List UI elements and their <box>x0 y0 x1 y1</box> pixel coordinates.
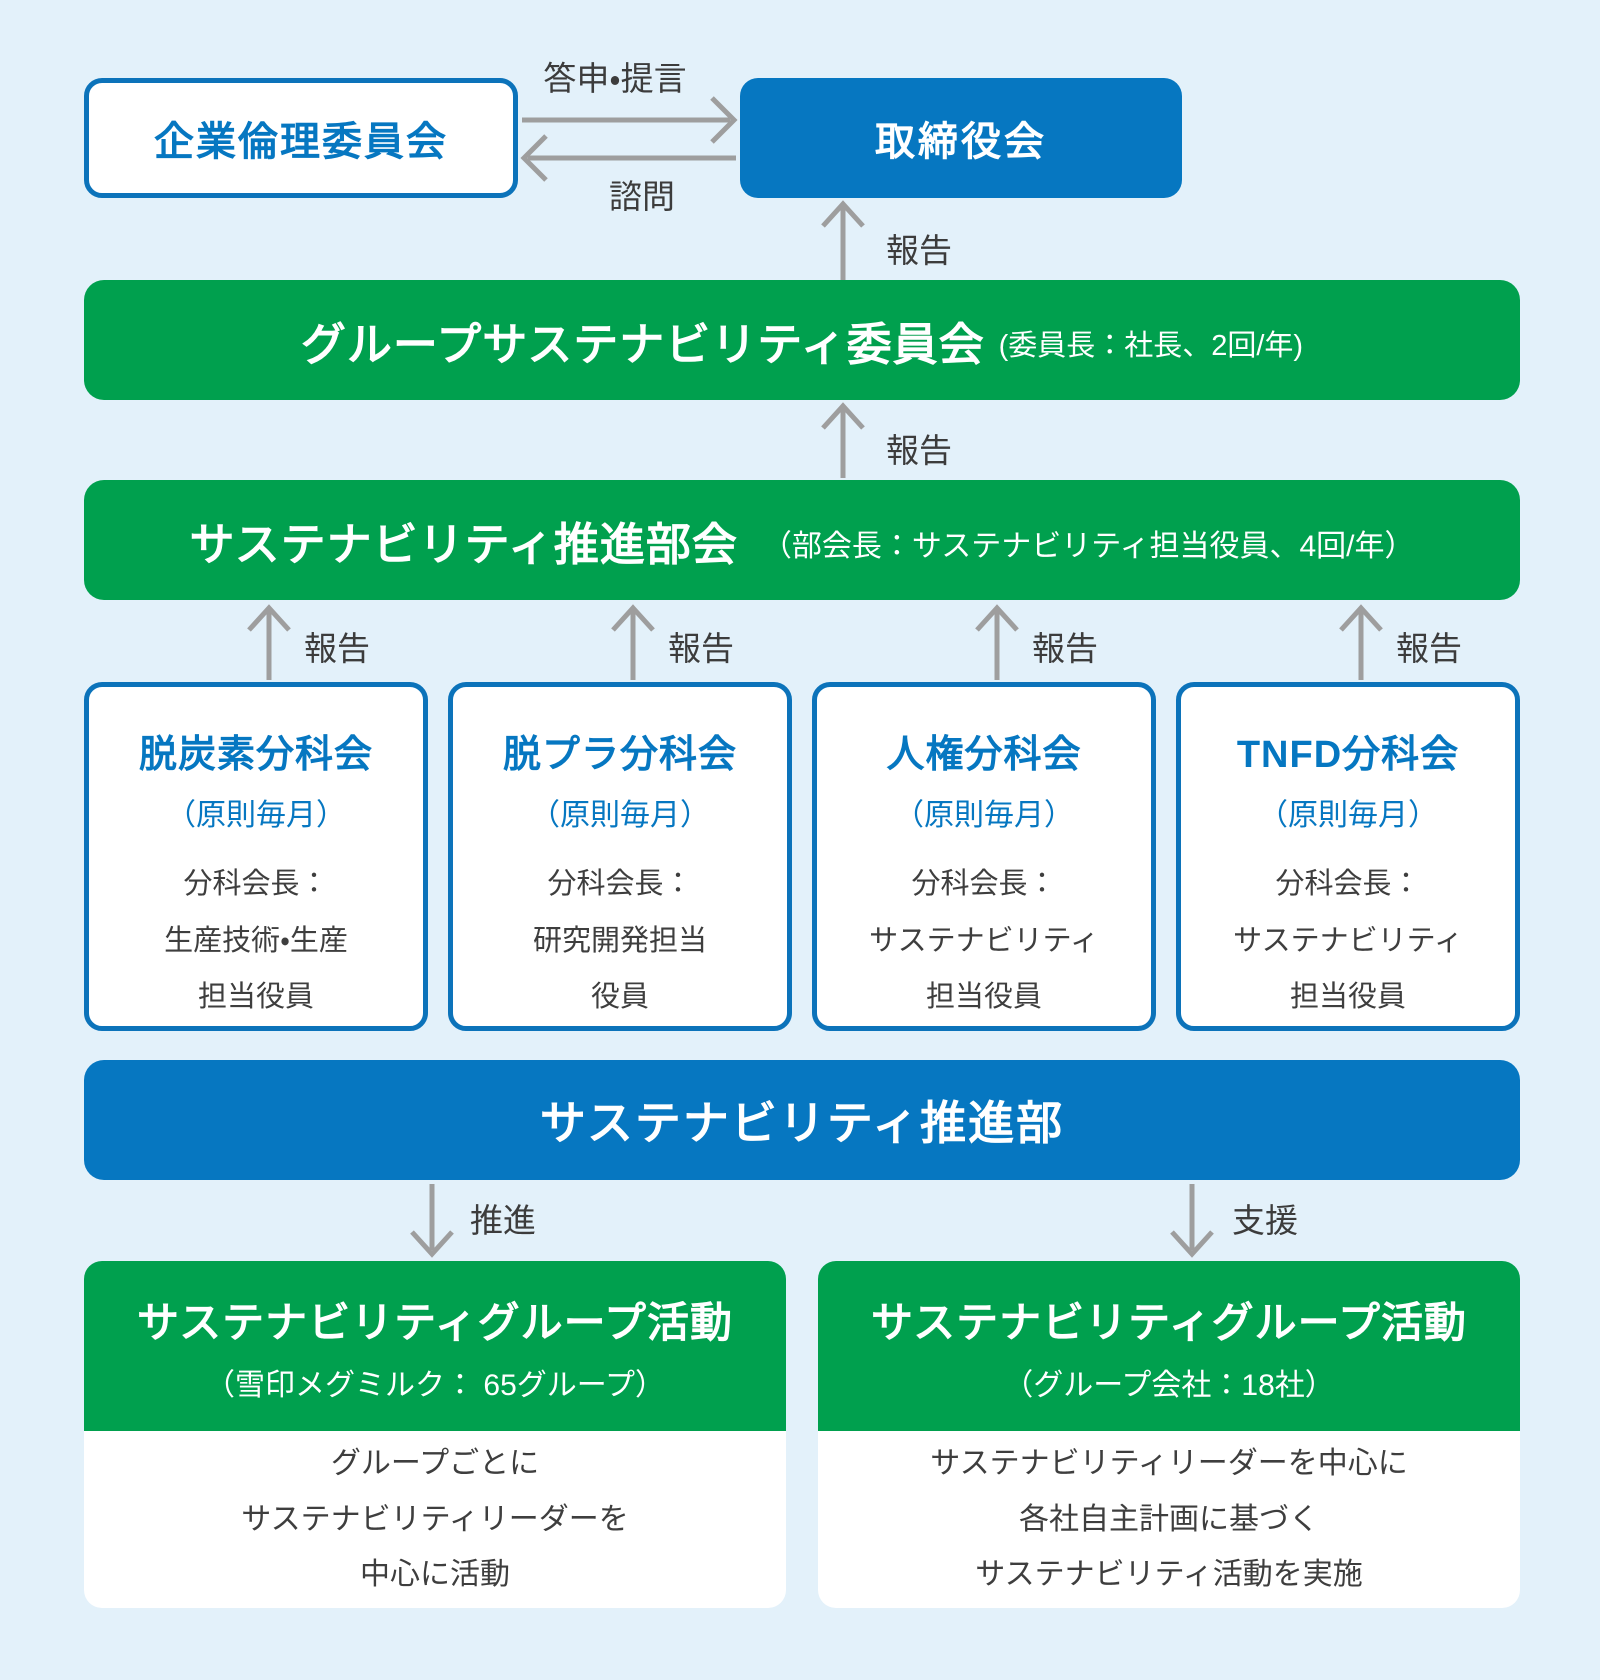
arrow-down-support-icon <box>1170 1184 1214 1258</box>
report-label-sub3: 報告 <box>1396 630 1462 667</box>
subcommittee-frequency: （原則毎月） <box>166 799 346 832</box>
group-activity-header: サステナビリティグループ活動 （雪印メグミルク： 65グループ） <box>84 1261 786 1431</box>
report-label-sub0: 報告 <box>304 630 370 667</box>
subcommittee-frequency: （原則毎月） <box>1258 799 1438 832</box>
group-activity-title: サステナビリティグループ活動 <box>136 1298 734 1346</box>
ethics-committee-label: 企業倫理委員会 <box>154 120 448 164</box>
subcommittee-title: 脱プラ分科会 <box>502 734 737 776</box>
report-label-sub2: 報告 <box>1032 630 1098 667</box>
sustainability-promotion-subcommittee-title: サステナビリティ推進部会 <box>189 518 738 570</box>
subcommittee-row: 脱炭素分科会 （原則毎月） 分科会長： 生産技術・生産 担当役員 脱プラ分科会 … <box>84 682 1520 1031</box>
group-sustainability-committee-bar: グループサステナビリティ委員会 (委員長：社長、2回/年) <box>84 280 1520 400</box>
chair-line: 生産技術・生産 <box>164 924 348 957</box>
activity-body-line: 各社自主計画に基づく <box>1019 1502 1319 1536</box>
promote-label: 推進 <box>470 1202 536 1239</box>
subcommittee-box-tnfd: TNFD分科会 （原則毎月） 分科会長： サステナビリティ 担当役員 <box>1176 682 1520 1031</box>
subcommittee-title: 脱炭素分科会 <box>138 734 373 776</box>
chair-line: サステナビリティ <box>869 924 1099 957</box>
arrow-right-toushin-icon <box>522 96 738 144</box>
chair-line: サステナビリティ <box>1233 924 1463 957</box>
board-of-directors-label: 取締役会 <box>875 120 1047 164</box>
subcommittee-chair: 分科会長： サステナビリティ 担当役員 <box>1181 856 1515 1026</box>
chair-line: 役員 <box>590 981 649 1014</box>
subcommittee-box-human-rights: 人権分科会 （原則毎月） 分科会長： サステナビリティ 担当役員 <box>812 682 1156 1031</box>
subcommittee-chair: 分科会長： サステナビリティ 担当役員 <box>817 856 1151 1026</box>
activity-body-line: サステナビリティリーダーを <box>241 1502 629 1536</box>
group-activity-box-group-companies: サステナビリティグループ活動 （グループ会社：18社） サステナビリティリーダー… <box>818 1261 1520 1608</box>
chair-line: 担当役員 <box>925 981 1042 1014</box>
sustainability-promotion-subcommittee-note: （部会長：サステナビリティ担当役員、4回/年） <box>761 530 1415 563</box>
group-activity-box-yukijirushi: サステナビリティグループ活動 （雪印メグミルク： 65グループ） グループごとに… <box>84 1261 786 1608</box>
ethics-committee-box: 企業倫理委員会 <box>84 78 518 198</box>
subcommittee-title: 人権分科会 <box>886 734 1082 776</box>
board-of-directors-box: 取締役会 <box>740 78 1182 198</box>
subcommittee-box-decarbonization: 脱炭素分科会 （原則毎月） 分科会長： 生産技術・生産 担当役員 <box>84 682 428 1031</box>
report-label-board: 報告 <box>886 232 952 269</box>
chair-line: 研究開発担当 <box>532 924 707 957</box>
activity-body-line: グループごとに <box>330 1447 540 1481</box>
sustainability-promotion-dept-bar: サステナビリティ推進部 <box>84 1060 1520 1180</box>
arrow-down-promote-icon <box>410 1184 454 1258</box>
support-label: 支援 <box>1232 1202 1298 1239</box>
group-activity-subtitle: （雪印メグミルク： 65グループ） <box>205 1368 665 1402</box>
group-activity-body: サステナビリティリーダーを中心に 各社自主計画に基づく サステナビリティ活動を実… <box>818 1431 1520 1608</box>
group-sustainability-committee-note: (委員長：社長、2回/年) <box>998 330 1304 362</box>
activity-body-line: サステナビリティ活動を実施 <box>975 1558 1363 1592</box>
group-activity-title: サステナビリティグループ活動 <box>870 1298 1468 1346</box>
arrow-up-report-sub0-icon <box>247 604 291 680</box>
subcommittee-frequency: （原則毎月） <box>894 799 1074 832</box>
chair-line: 分科会長： <box>1275 868 1421 900</box>
group-activity-header: サステナビリティグループ活動 （グループ会社：18社） <box>818 1261 1520 1431</box>
group-activity-subtitle: （グループ会社：18社） <box>1003 1368 1335 1402</box>
arrow-up-report-board-icon <box>821 200 865 280</box>
subcommittee-chair: 分科会長： 研究開発担当 役員 <box>453 856 787 1026</box>
subcommittee-chair: 分科会長： 生産技術・生産 担当役員 <box>89 856 423 1026</box>
activity-body-line: サステナビリティリーダーを中心に <box>930 1447 1408 1481</box>
subcommittee-box-deplastic: 脱プラ分科会 （原則毎月） 分科会長： 研究開発担当 役員 <box>448 682 792 1031</box>
report-label-sub1: 報告 <box>668 630 734 667</box>
sustainability-promotion-subcommittee-bar: サステナビリティ推進部会 （部会長：サステナビリティ担当役員、4回/年） <box>84 480 1520 600</box>
sustainability-promotion-dept-title: サステナビリティ推進部 <box>539 1097 1065 1149</box>
group-activity-body: グループごとに サステナビリティリーダーを 中心に活動 <box>84 1431 786 1608</box>
arrow-up-report-committee-icon <box>821 402 865 478</box>
toushin-teigen-label: 答申・提言 <box>543 60 687 97</box>
arrow-up-report-sub2-icon <box>975 604 1019 680</box>
report-label-committee: 報告 <box>886 432 952 469</box>
chair-line: 担当役員 <box>197 981 314 1014</box>
chair-line: 分科会長： <box>547 868 693 900</box>
arrow-up-report-sub3-icon <box>1339 604 1383 680</box>
shimon-label: 諮問 <box>609 178 675 215</box>
subcommittee-frequency: （原則毎月） <box>530 799 710 832</box>
chair-line: 担当役員 <box>1289 981 1406 1014</box>
group-sustainability-committee-title: グループサステナビリティ委員会 <box>300 318 985 370</box>
chair-line: 分科会長： <box>911 868 1057 900</box>
subcommittee-title: TNFD分科会 <box>1236 734 1460 776</box>
arrow-up-report-sub1-icon <box>611 604 655 680</box>
activity-body-line: 中心に活動 <box>360 1558 510 1592</box>
chair-line: 分科会長： <box>183 868 329 900</box>
